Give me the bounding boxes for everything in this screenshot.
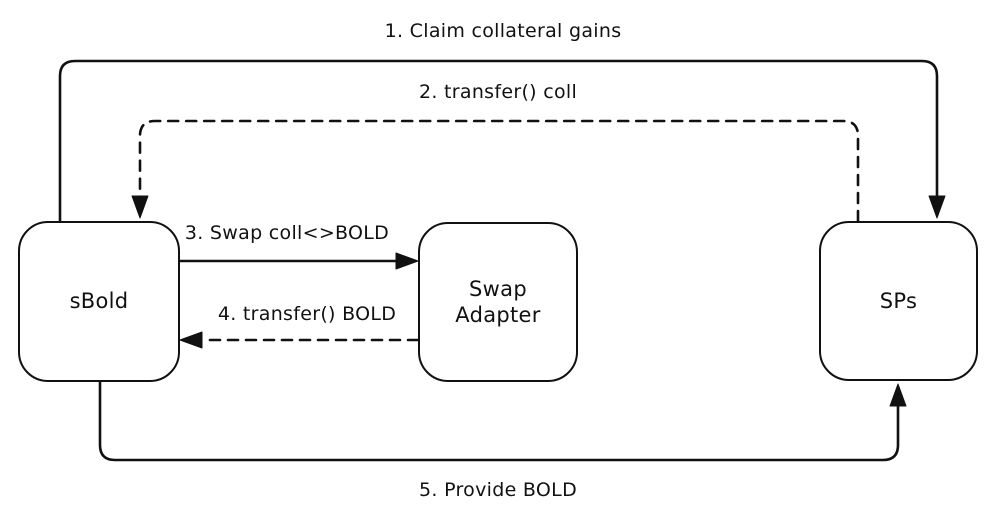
edge-claim-collateral-gains-line	[58, 59, 939, 223]
edge-label-provide-bold: 5. Provide BOLD	[415, 479, 581, 501]
node-sps-label: SPs	[879, 288, 918, 313]
edge-label-claim-collateral-gains: 1. Claim collateral gains	[380, 20, 626, 42]
node-swap-adapter: Swap Adapter	[418, 222, 578, 382]
arrowhead-into-sps-bottom-icon	[889, 383, 907, 407]
arrowhead-into-sps-top-icon	[928, 195, 946, 219]
edge-transfer-coll-line	[138, 119, 860, 223]
edge-label-swap-coll-bold: 3. Swap coll<>BOLD	[180, 222, 394, 244]
node-sbold: sBold	[18, 221, 180, 382]
arrowhead-into-sbold-right-icon	[179, 331, 203, 349]
edge-label-transfer-coll: 2. transfer() coll	[414, 81, 582, 103]
arrowhead-into-sbold-top-icon	[131, 195, 149, 219]
node-sbold-label: sBold	[69, 289, 129, 314]
edge-provide-bold-line	[98, 380, 900, 462]
node-sps: SPs	[819, 221, 978, 381]
edge-label-transfer-bold: 4. transfer() BOLD	[213, 303, 401, 325]
arrowhead-into-swap-adapter-icon	[395, 252, 419, 270]
node-swap-adapter-label: Swap Adapter	[455, 276, 541, 327]
